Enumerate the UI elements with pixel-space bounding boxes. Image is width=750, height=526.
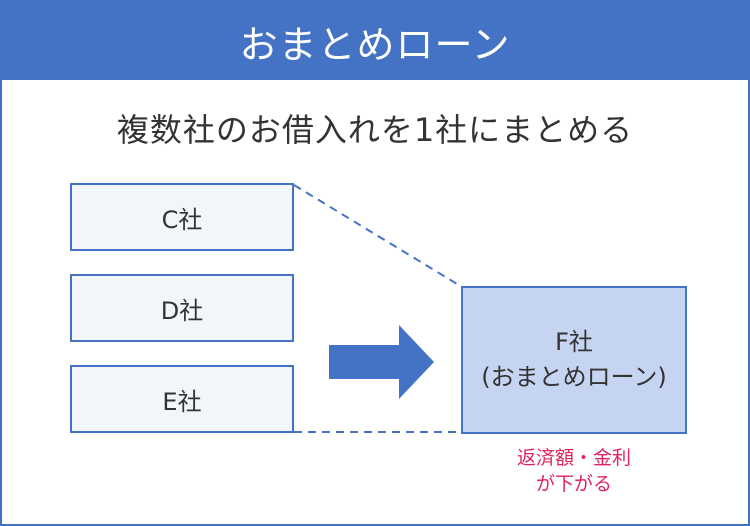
source-box-d: D社	[70, 274, 294, 342]
target-subname: (おまとめローン)	[481, 363, 667, 391]
benefit-note: 返済額・金利 が下がる	[461, 446, 687, 497]
source-box-c: C社	[70, 183, 294, 251]
source-label-d: D社	[160, 296, 204, 325]
subtitle: 複数社のお借入れを1社にまとめる	[116, 111, 634, 149]
header-banner: おまとめローン	[2, 2, 748, 80]
source-box-e: E社	[70, 365, 294, 433]
source-label-e: E社	[162, 387, 202, 416]
right-arrow-icon	[329, 325, 434, 399]
target-box-f: F社 (おまとめローン)	[461, 286, 687, 434]
header-title: おまとめローン	[239, 22, 511, 67]
benefit-note-line1: 返済額・金利	[516, 447, 631, 469]
source-label-c: C社	[161, 205, 203, 234]
target-name: F社	[555, 328, 593, 357]
dashed-connector-top	[293, 184, 463, 288]
benefit-note-line2: が下がる	[535, 472, 612, 495]
